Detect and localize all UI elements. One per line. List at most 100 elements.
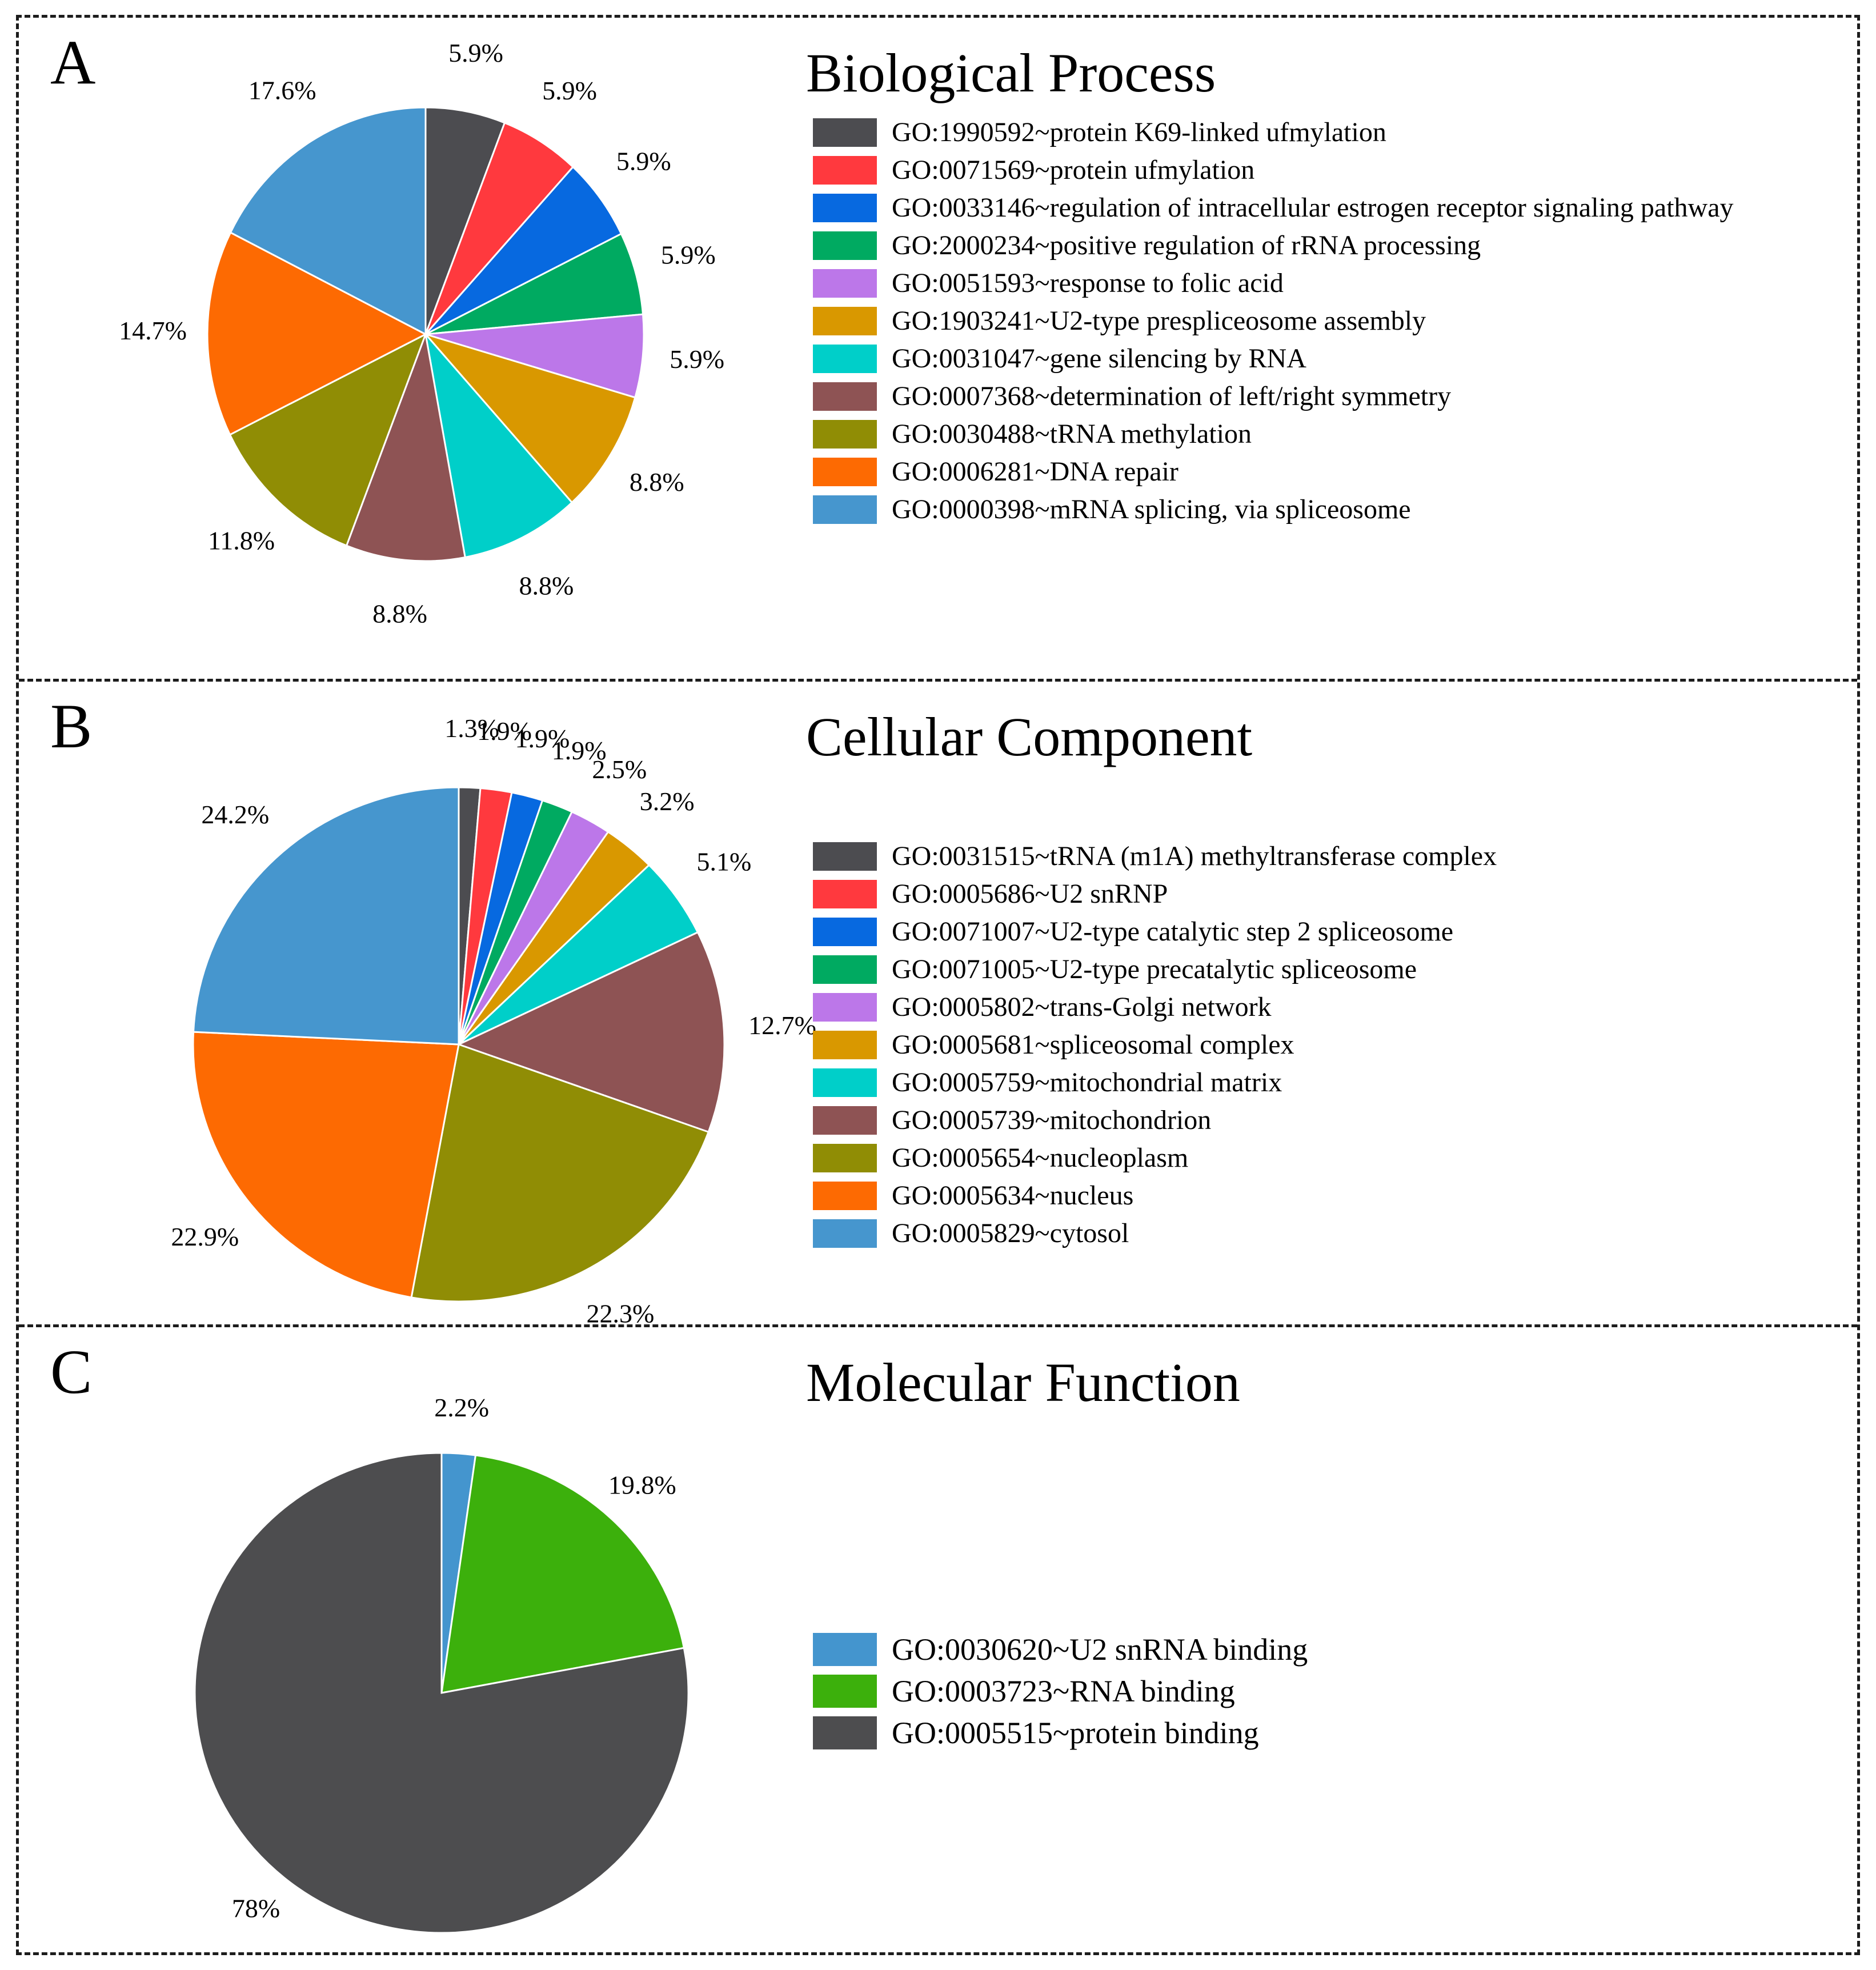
legend-swatch	[813, 382, 877, 411]
legend-item: GO:0005829~cytosol	[813, 1215, 1497, 1252]
legend-item: GO:0003723~RNA binding	[813, 1670, 1308, 1712]
pie-percent-label: 24.2%	[201, 800, 269, 829]
panel-cellular-component: B Cellular Component 1.3%1.9%1.9%1.9%2.5…	[19, 682, 1857, 1328]
panel-letter-a: A	[50, 27, 96, 97]
pie-slice	[440, 1454, 686, 1694]
pie-slice	[229, 106, 427, 336]
pie-percent-label: 8.8%	[519, 571, 574, 600]
legend-label: GO:0005759~mitochondrial matrix	[892, 1067, 1282, 1098]
pie-slice	[456, 931, 725, 1134]
pie-percent-label: 5.9%	[542, 76, 597, 105]
pie-slice	[192, 786, 460, 1046]
legend-item: GO:1903241~U2-type prespliceosome assemb…	[813, 302, 1734, 340]
legend-swatch	[813, 495, 877, 524]
pie-percent-label: 12.7%	[748, 1011, 816, 1040]
panel-molecular-function: C Molecular Function 2.2%19.8%78% GO:003…	[19, 1327, 1857, 1952]
panel-biological-process: A Biological Process 5.9%5.9%5.9%5.9%5.9…	[19, 18, 1857, 682]
legend-cellular-component: GO:0031515~tRNA (m1A) methyltransferase …	[813, 838, 1497, 1252]
legend-label: GO:0051593~response to folic acid	[892, 268, 1284, 298]
pie-slice	[424, 331, 574, 559]
legend-label: GO:0005739~mitochondrion	[892, 1105, 1212, 1135]
legend-label: GO:0000398~mRNA splicing, via spliceosom…	[892, 494, 1411, 524]
pie-slice	[423, 333, 636, 504]
pie-percent-label: 1.9%	[515, 724, 570, 753]
legend-label: GO:0007368~determination of left/right s…	[892, 381, 1452, 411]
legend-swatch	[813, 156, 877, 185]
legend-label: GO:0005829~cytosol	[892, 1218, 1129, 1248]
legend-label: GO:0030620~U2 snRNA binding	[892, 1632, 1308, 1667]
pie-chart-molecular-function: 2.2%19.8%78%	[194, 1393, 690, 1934]
pie-percent-label: 19.8%	[608, 1470, 676, 1499]
legend-swatch	[813, 118, 877, 147]
legend-item: GO:0005515~protein binding	[813, 1712, 1308, 1753]
pie-percent-label: 3.2%	[640, 787, 695, 816]
legend-swatch	[813, 345, 877, 373]
legend-item: GO:0030620~U2 snRNA binding	[813, 1628, 1308, 1670]
legend-item: GO:0033146~regulation of intracellular e…	[813, 189, 1734, 227]
legend-item: GO:0005681~spliceosomal complex	[813, 1026, 1497, 1064]
legend-item: GO:0071005~U2-type precatalytic spliceos…	[813, 951, 1497, 988]
legend-swatch	[813, 880, 877, 908]
figure-frame: A Biological Process 5.9%5.9%5.9%5.9%5.9…	[16, 15, 1860, 1955]
pie-slice	[410, 1043, 710, 1303]
pie-slice	[424, 122, 575, 335]
panel-title-biological-process: Biological Process	[806, 42, 1216, 103]
pie-slice	[192, 1031, 460, 1299]
pie-slice	[425, 233, 644, 335]
legend-item: GO:0005759~mitochondrial matrix	[813, 1064, 1497, 1102]
legend-item: GO:0031515~tRNA (m1A) methyltransferase …	[813, 838, 1497, 875]
legend-label: GO:1903241~U2-type prespliceosome assemb…	[892, 306, 1426, 336]
legend-item: GO:0006281~DNA repair	[813, 453, 1734, 491]
legend-item: GO:1990592~protein K69-linked ufmylation	[813, 114, 1734, 151]
legend-item: GO:0000398~mRNA splicing, via spliceosom…	[813, 491, 1734, 528]
pie-slice	[194, 1452, 690, 1934]
pie-slice	[458, 863, 699, 1046]
legend-swatch	[813, 231, 877, 260]
pie-slice	[206, 231, 428, 436]
pie-percent-label: 5.9%	[616, 147, 671, 176]
legend-biological-process: GO:1990592~protein K69-linked ufmylation…	[813, 114, 1734, 528]
legend-label: GO:0005515~protein binding	[892, 1715, 1259, 1750]
pie-percent-label: 14.7%	[119, 316, 187, 345]
legend-swatch	[813, 1716, 877, 1749]
legend-item: GO:0005802~trans-Golgi network	[813, 988, 1497, 1026]
pie-chart-biological-process: 5.9%5.9%5.9%5.9%5.9%8.8%8.8%8.8%11.8%14.…	[119, 38, 724, 628]
legend-swatch	[813, 1106, 877, 1135]
legend-label: GO:0031515~tRNA (m1A) methyltransferase …	[892, 841, 1497, 871]
pie-chart-cellular-component: 1.3%1.9%1.9%1.9%2.5%3.2%5.1%12.7%22.3%22…	[171, 714, 816, 1328]
legend-label: GO:0006281~DNA repair	[892, 457, 1178, 487]
legend-label: GO:0071569~protein ufmylation	[892, 155, 1255, 185]
pie-percent-label: 1.3%	[444, 714, 499, 743]
legend-swatch	[813, 842, 877, 871]
legend-item: GO:0031047~gene silencing by RNA	[813, 340, 1734, 378]
legend-label: GO:0005654~nucleoplasm	[892, 1143, 1189, 1173]
legend-swatch	[813, 269, 877, 298]
legend-label: GO:1990592~protein K69-linked ufmylation	[892, 117, 1386, 147]
legend-label: GO:0005686~U2 snRNP	[892, 879, 1168, 909]
legend-swatch	[813, 1632, 877, 1666]
legend-swatch	[813, 955, 877, 984]
pie-percent-label: 22.9%	[171, 1222, 239, 1251]
legend-item: GO:0005686~U2 snRNP	[813, 875, 1497, 913]
legend-label: GO:2000234~positive regulation of rRNA p…	[892, 230, 1481, 261]
legend-swatch	[813, 993, 877, 1022]
legend-label: GO:0031047~gene silencing by RNA	[892, 343, 1306, 374]
pie-percent-label: 11.8%	[208, 526, 275, 555]
legend-label: GO:0003723~RNA binding	[892, 1673, 1235, 1708]
legend-swatch	[813, 1144, 877, 1172]
legend-swatch	[813, 1182, 877, 1210]
pie-percent-label: 2.5%	[592, 755, 647, 784]
legend-label: GO:0005681~spliceosomal complex	[892, 1030, 1294, 1060]
pie-percent-label: 78%	[232, 1893, 280, 1923]
pie-slice	[229, 332, 427, 547]
pie-slice	[424, 106, 506, 335]
pie-percent-label: 5.9%	[670, 345, 724, 374]
legend-label: GO:0033146~regulation of intracellular e…	[892, 193, 1734, 223]
legend-item: GO:0005654~nucleoplasm	[813, 1139, 1497, 1177]
legend-swatch	[813, 1068, 877, 1097]
legend-item: GO:0071569~protein ufmylation	[813, 151, 1734, 189]
legend-item: GO:0005634~nucleus	[813, 1177, 1497, 1215]
pie-percent-label: 22.3%	[586, 1299, 654, 1328]
pie-percent-label: 17.6%	[248, 75, 316, 105]
